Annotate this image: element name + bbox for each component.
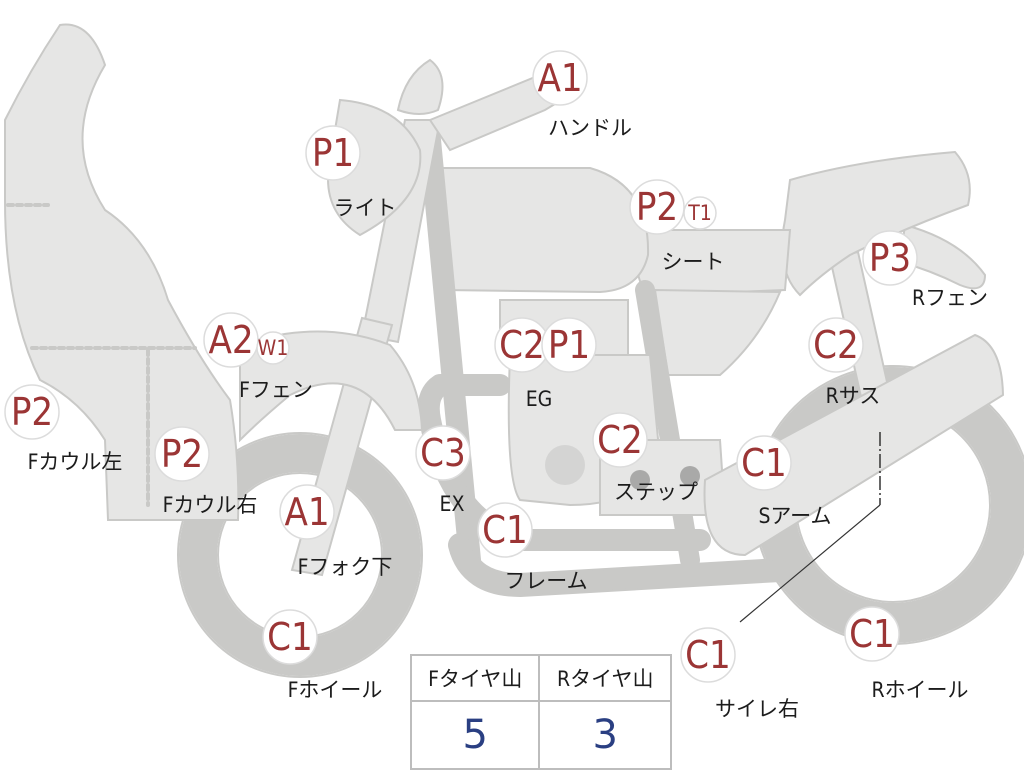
engine-cover <box>545 445 585 485</box>
badge-c1-16: C1 <box>477 502 533 558</box>
badge-circle <box>262 609 318 665</box>
badge-text: C2 <box>597 418 643 462</box>
badge-circle <box>592 412 648 468</box>
front-tire-header: Fタイヤ山 <box>409 654 541 702</box>
badge-text: P1 <box>312 131 354 175</box>
part-label-9: EX <box>440 492 465 516</box>
front-cowl <box>4 23 240 521</box>
badge-c1-19: C1 <box>844 606 900 662</box>
badge-c2-7: C2 <box>808 317 864 373</box>
badge-circle <box>862 230 918 286</box>
mirror <box>396 58 444 115</box>
part-label-6: Fフェン <box>239 378 313 402</box>
frame-lower-fill <box>450 535 790 595</box>
badge-text: A1 <box>537 56 582 100</box>
part-label-4: Rサス <box>826 384 881 408</box>
rear-tire-header: Rタイヤ山 <box>538 654 672 702</box>
badge-circle <box>680 627 736 683</box>
badge-text: P2 <box>161 432 203 476</box>
badge-circle <box>541 317 597 373</box>
badge-circle <box>477 502 533 558</box>
badge-text: P3 <box>869 236 911 280</box>
rear-tire-value: 3 <box>538 700 672 770</box>
badge-circle <box>629 179 685 235</box>
badge-text: A2 <box>208 318 253 362</box>
badge-circle <box>808 317 864 373</box>
badge-circle <box>532 50 588 106</box>
part-label-8: Fカウル右 <box>163 493 258 517</box>
badge-text: C2 <box>813 323 859 367</box>
badge-text: C2 <box>499 323 545 367</box>
part-label-3: Rフェン <box>912 286 988 310</box>
badge-p3-4: P3 <box>862 230 918 286</box>
badge-text: P2 <box>636 185 678 229</box>
part-label-2: シート <box>662 250 725 274</box>
badge-text: C1 <box>685 633 731 677</box>
silencer-leader <box>739 504 881 623</box>
badge-text: W1 <box>258 336 289 360</box>
badge-c1-18: C1 <box>680 627 736 683</box>
part-label-7: Fカウル左 <box>28 450 123 474</box>
step-peg-left <box>630 470 650 490</box>
badge-p2-2: P2 <box>629 179 685 235</box>
badge-c2-13: C2 <box>592 412 648 468</box>
part-label-16: Rホイール <box>871 678 968 702</box>
fuel-tank <box>438 167 650 294</box>
part-label-11: Sアーム <box>758 504 831 528</box>
badge-c2-5: C2 <box>494 317 550 373</box>
rear-fender <box>898 223 987 290</box>
badge-circle <box>279 484 335 540</box>
badge-text: T1 <box>687 201 712 225</box>
badge-text: C1 <box>267 615 313 659</box>
swing-arm <box>703 333 1005 557</box>
badge-text: C1 <box>849 612 895 656</box>
badge-text: C3 <box>420 431 466 475</box>
badge-p2-11: P2 <box>154 426 210 482</box>
part-label-5: EG <box>526 387 553 411</box>
part-label-13: フレーム <box>504 569 587 593</box>
badge-w1-9: W1 <box>256 331 290 365</box>
badge-circle <box>844 606 900 662</box>
badge-p1-6: P1 <box>541 317 597 373</box>
front-fork-upper <box>360 119 442 344</box>
part-label-1: ライト <box>334 196 397 220</box>
badge-a1-0: A1 <box>532 50 588 106</box>
part-label-10: ステップ <box>614 480 698 504</box>
badge-circle <box>4 384 60 440</box>
badge-circle <box>683 196 717 230</box>
part-label-14: Fホイール <box>288 678 383 702</box>
step-peg-right <box>680 466 700 486</box>
badge-a2-8: A2 <box>203 312 259 368</box>
badge-c1-14: C1 <box>736 435 792 491</box>
badge-circle <box>256 331 290 365</box>
badge-text: A1 <box>284 490 329 534</box>
badge-circle <box>203 312 259 368</box>
front-tire-value: 5 <box>409 700 541 770</box>
badge-circle <box>305 125 361 181</box>
badge-a1-15: A1 <box>279 484 335 540</box>
badge-circle <box>154 426 210 482</box>
badge-text: P2 <box>11 390 53 434</box>
badge-c3-12: C3 <box>415 425 471 481</box>
tire-tread-table: Fタイヤ山 Rタイヤ山 5 3 <box>409 654 672 770</box>
part-label-12: Fフォク下 <box>298 555 393 579</box>
front-wheel-outline-outer <box>177 432 423 678</box>
badge-p2-10: P2 <box>4 384 60 440</box>
part-label-15: サイレ右 <box>715 697 799 721</box>
side-panel <box>653 288 782 376</box>
badge-text: P1 <box>548 323 590 367</box>
badge-text: C1 <box>482 508 528 552</box>
tail-cowl <box>781 150 971 297</box>
badge-circle <box>415 425 471 481</box>
badge-text: C1 <box>741 441 787 485</box>
badge-circle <box>736 435 792 491</box>
badge-t1-3: T1 <box>683 196 717 230</box>
part-label-0: ハンドル <box>548 116 632 140</box>
badge-p1-1: P1 <box>305 125 361 181</box>
badge-c1-17: C1 <box>262 609 318 665</box>
